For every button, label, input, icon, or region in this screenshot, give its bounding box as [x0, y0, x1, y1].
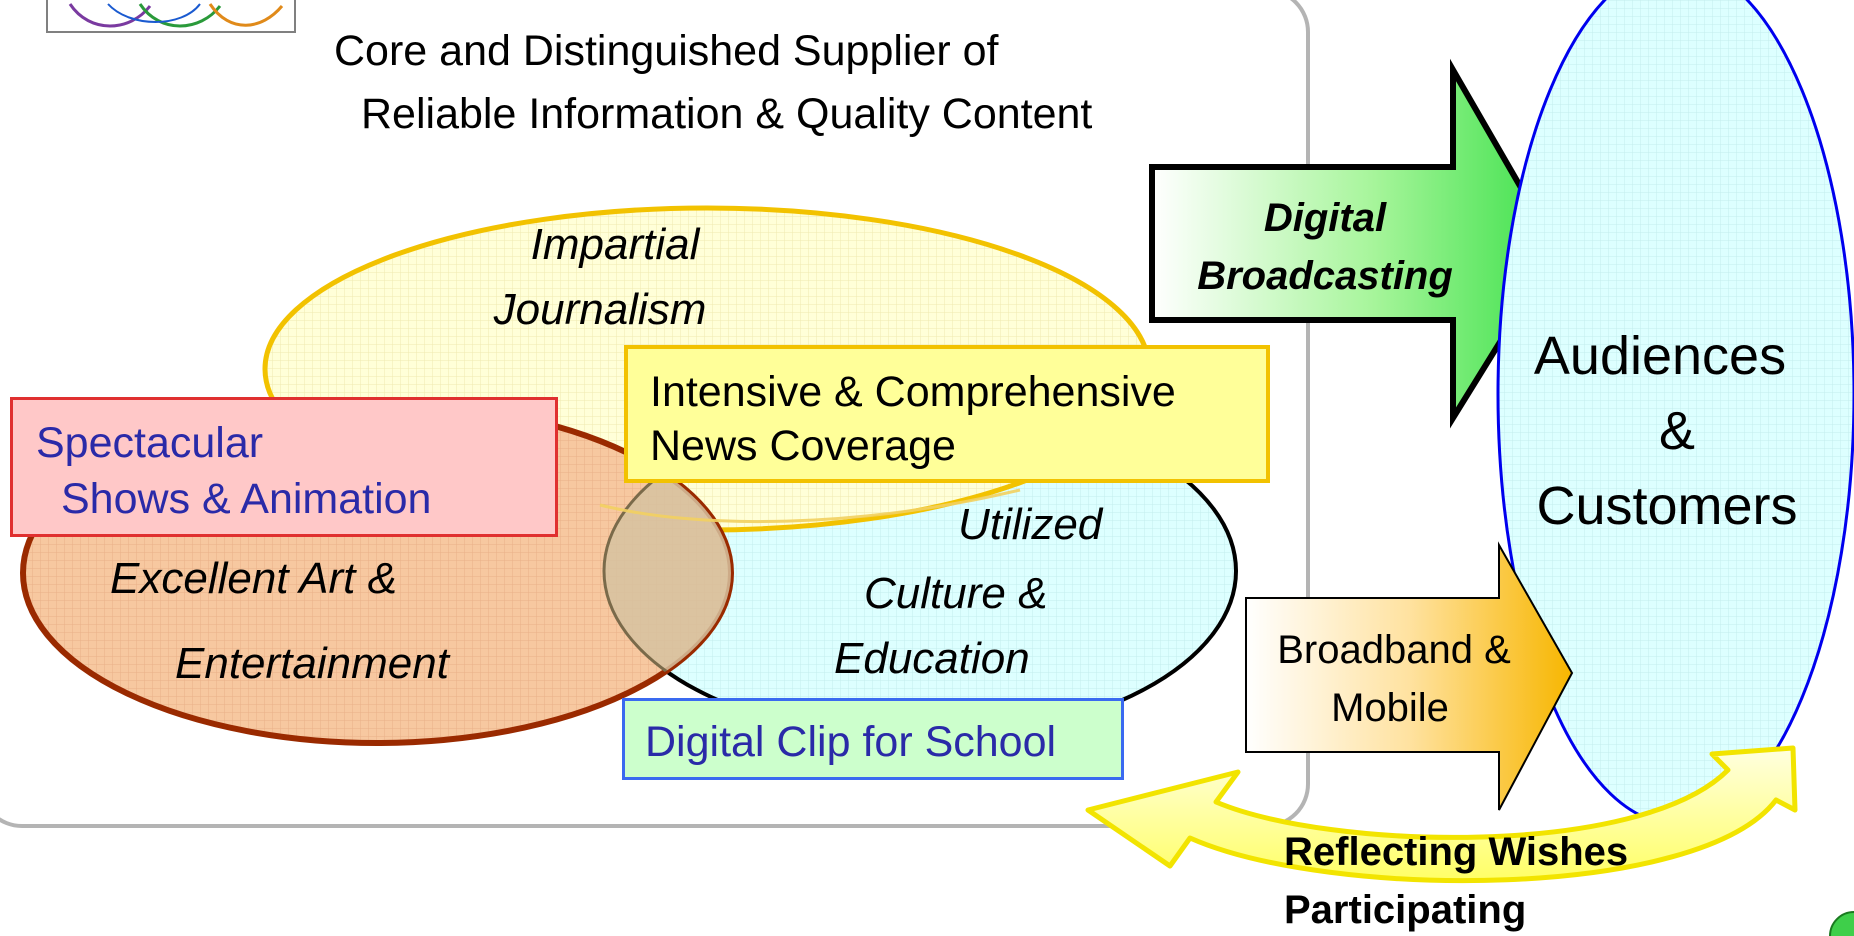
- culture-label-1: Utilized: [958, 500, 1103, 549]
- digital-clip-box: Digital Clip for School: [622, 698, 1124, 780]
- digital-broadcasting-label-2: Broadcasting: [1197, 254, 1453, 298]
- logo-icon: [68, 3, 284, 28]
- broadband-label-2: Mobile: [1331, 686, 1449, 730]
- overlap-lens: [602, 403, 731, 741]
- culture-label-3: Education: [834, 634, 1030, 683]
- shows-label-1: Spectacular: [36, 419, 264, 467]
- journalism-label-1: Impartial: [530, 220, 700, 269]
- header-line-1: Core and Distinguished Supplier of: [334, 27, 999, 75]
- journalism-arc-lower: [599, 488, 1021, 524]
- audiences-label-1: Audiences: [1533, 326, 1787, 386]
- feedback-curved-arrow: [1085, 745, 1798, 884]
- culture-label-2: Culture &: [864, 569, 1048, 618]
- news-coverage-box: Intensive & Comprehensive News Coverage: [624, 345, 1270, 483]
- art-label-1: Excellent Art &: [110, 554, 397, 603]
- logo-box: [46, 0, 296, 33]
- feedback-label-2: Participating: [1284, 888, 1527, 932]
- shows-box: Spectacular Shows & Animation: [10, 397, 558, 537]
- art-label-2: Entertainment: [175, 639, 449, 688]
- broadband-label-1: Broadband &: [1277, 628, 1511, 672]
- corner-green-circle: [1829, 911, 1854, 936]
- shows-label-2: Shows & Animation: [61, 475, 432, 523]
- broadband-arrow: [1245, 541, 1574, 811]
- digital-broadcasting-label-1: Digital: [1263, 196, 1387, 240]
- feedback-label-1: Reflecting Wishes: [1284, 830, 1629, 874]
- news-coverage-label-2: News Coverage: [650, 422, 956, 470]
- header-line-2: Reliable Information & Quality Content: [361, 90, 1093, 138]
- news-coverage-label-1: Intensive & Comprehensive: [650, 368, 1176, 416]
- journalism-label-2: Journalism: [493, 285, 707, 334]
- digital-clip-label: Digital Clip for School: [645, 718, 1057, 766]
- audiences-label-3: Customers: [1536, 476, 1798, 536]
- audiences-label-2: &: [1658, 401, 1696, 461]
